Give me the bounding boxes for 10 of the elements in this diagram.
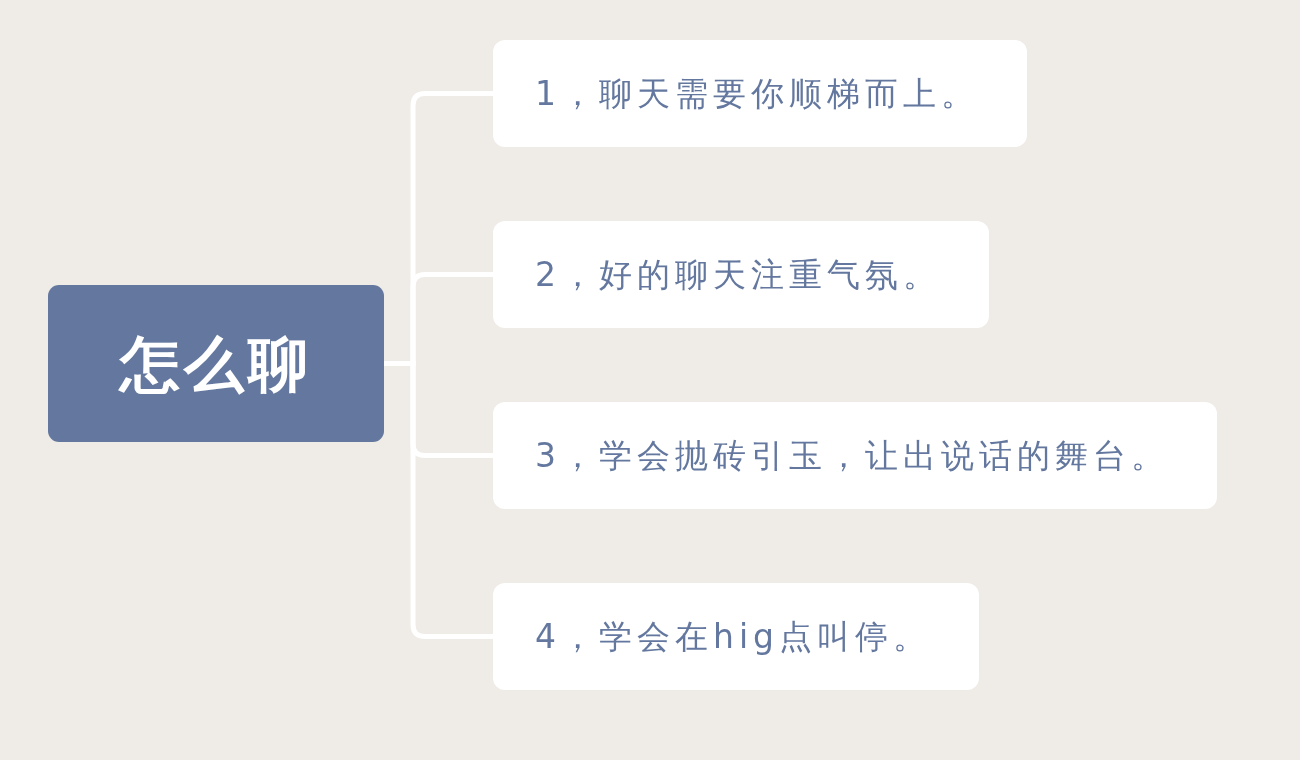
branch-topic-box	[493, 221, 989, 328]
topic-text: 1，聊天需要你顺梯而上。	[535, 73, 979, 114]
topic-text: 4，学会在hig点叫停。	[535, 616, 932, 657]
central-topic-box	[48, 285, 384, 442]
topic-text: 3，学会抛砖引玉，让出说话的舞台。	[535, 435, 1169, 476]
topic-title: 怎么聊	[120, 327, 312, 400]
branch-topic-box	[493, 583, 980, 690]
topic-text: 2，好的聊天注重气氛。	[535, 254, 941, 295]
branch-topic-box	[493, 40, 1027, 147]
branch-topic-box	[493, 402, 1217, 509]
